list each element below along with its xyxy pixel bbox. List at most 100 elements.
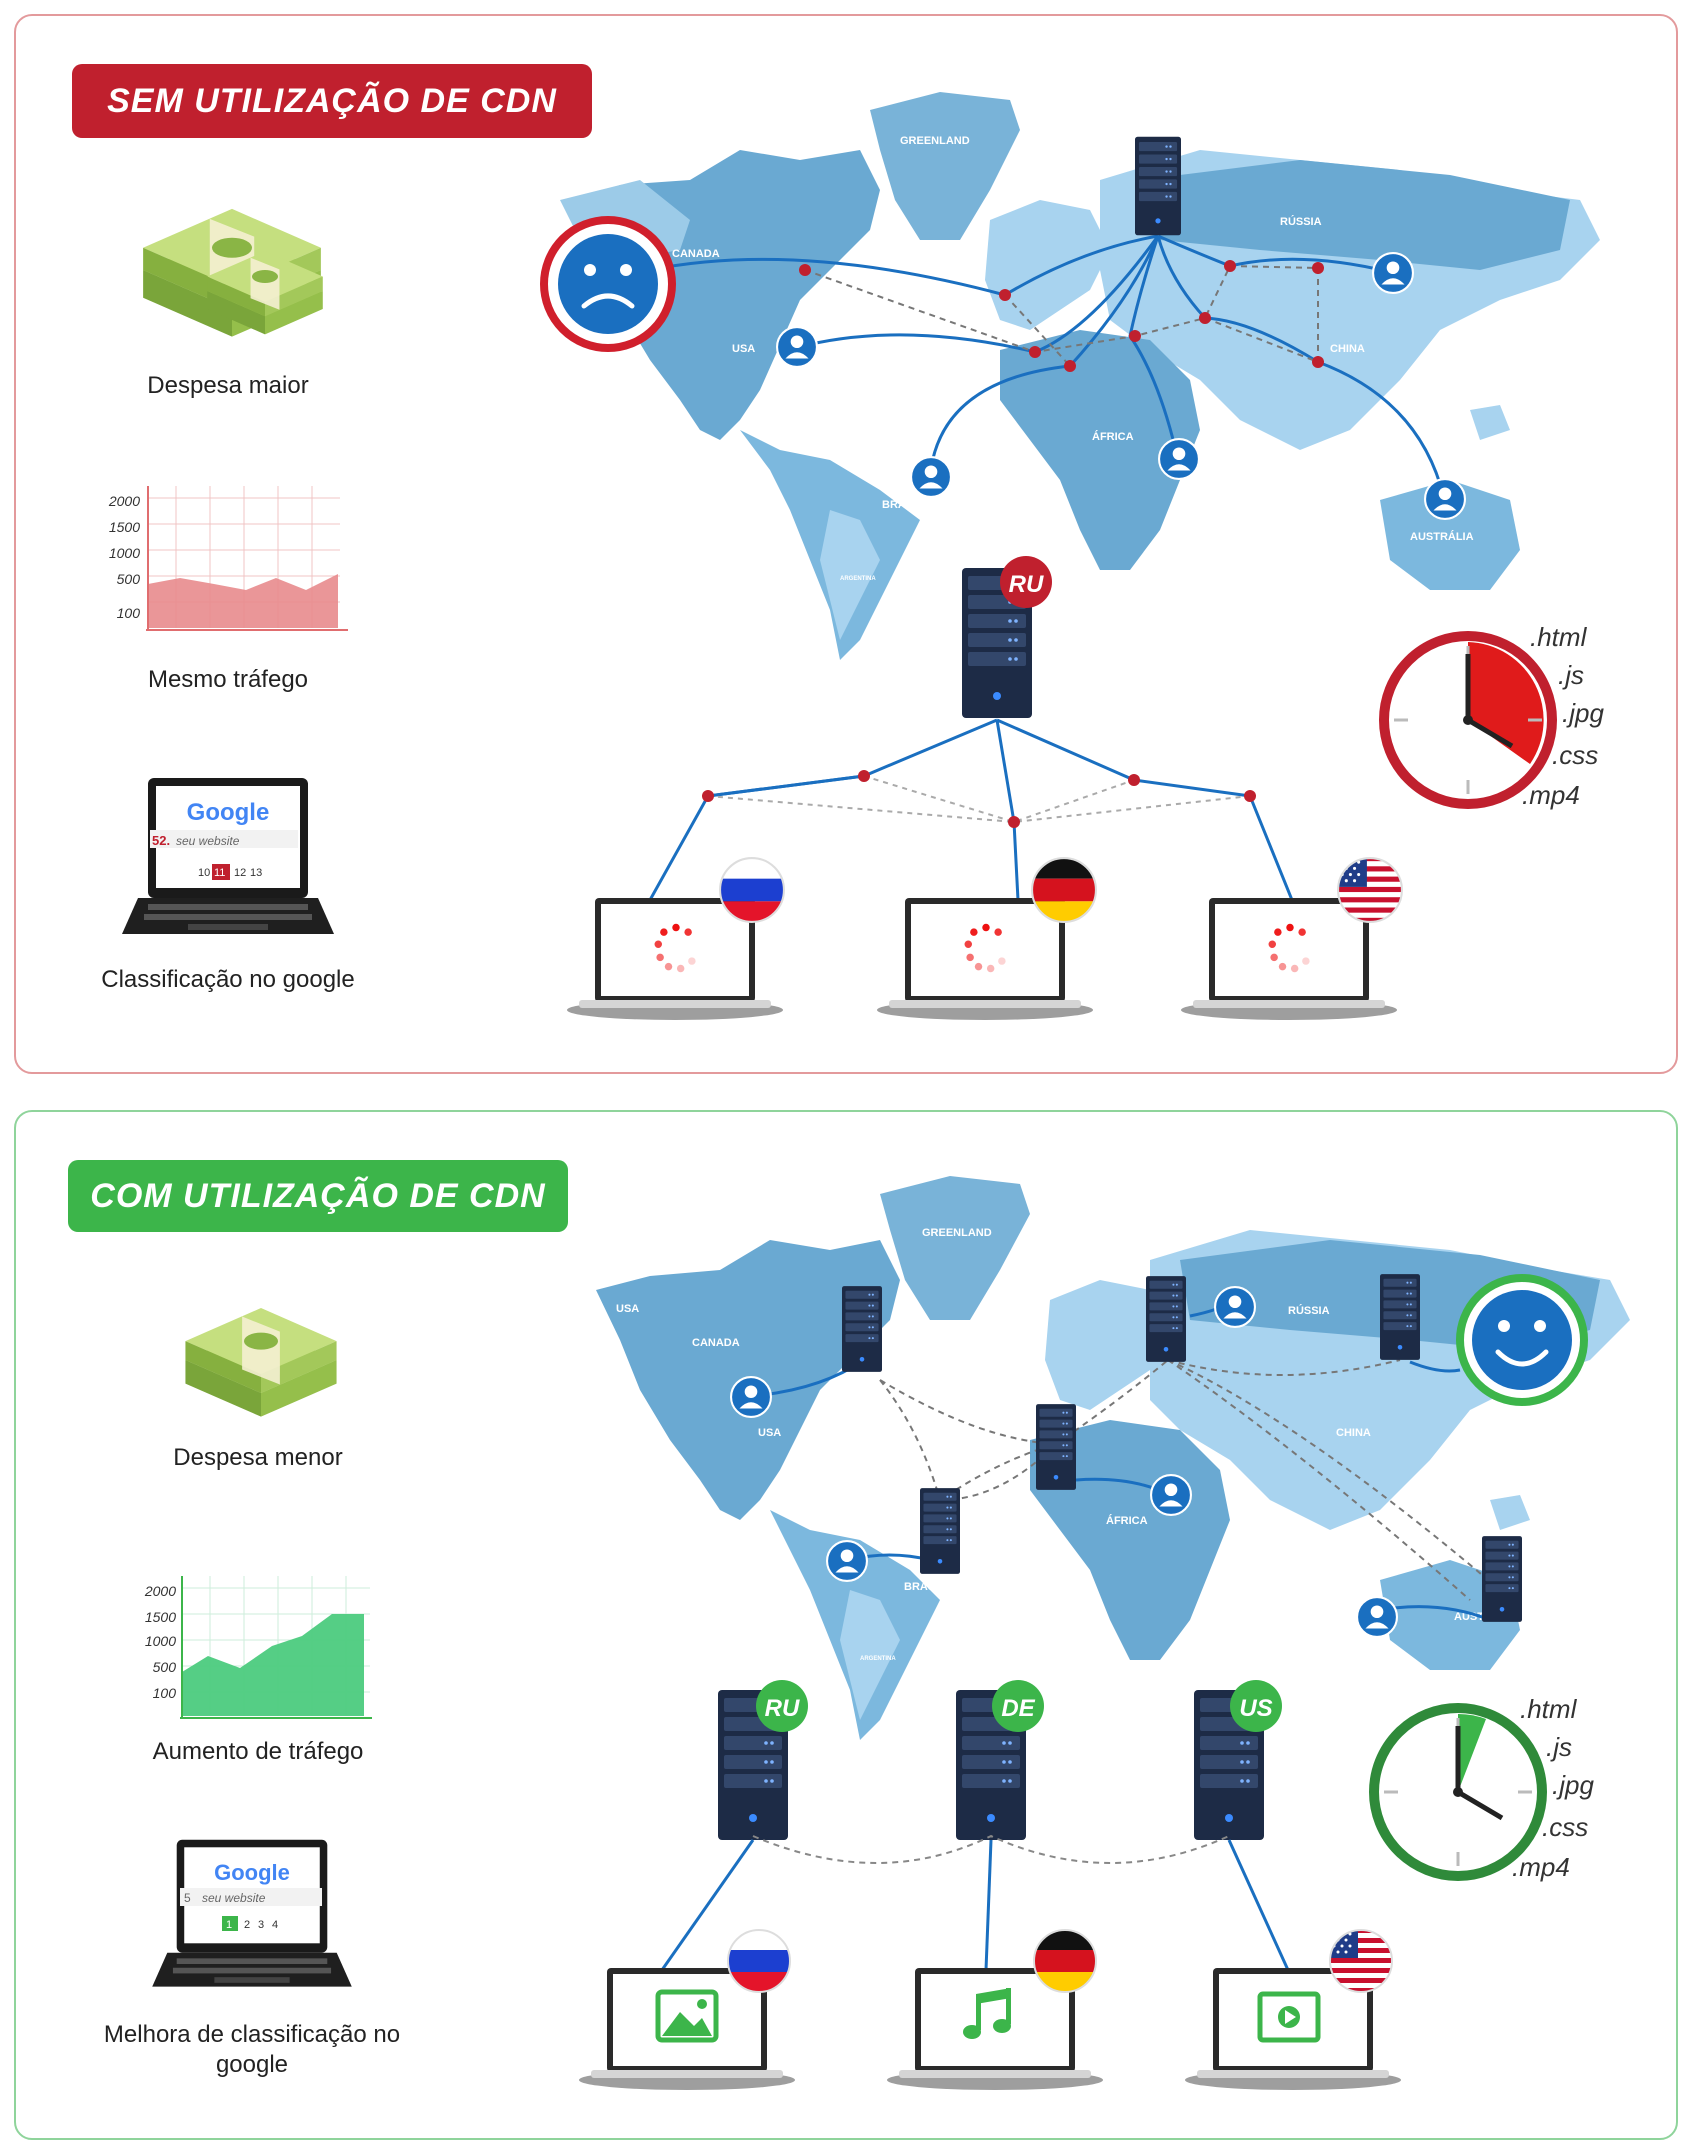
label-greenland: GREENLAND <box>922 1227 992 1239</box>
svg-text:US: US <box>1239 1695 1272 1722</box>
connections-top <box>649 234 1446 499</box>
label-argentina: ARGENTINA <box>860 1656 896 1662</box>
google-result-bottom: Google 5 seu website 1 2 3 4 <box>180 1860 322 1931</box>
label-canada: CANADA <box>672 248 720 260</box>
user-icon <box>1372 252 1414 294</box>
caption-google-improve: Melhora de classificação no google <box>103 2021 401 2078</box>
edge-server-asia <box>1380 1274 1420 1360</box>
banner-with-cdn: COM UTILIZAÇÃO DE CDN <box>68 1160 568 1232</box>
caption-expense-higher: Despesa maior <box>147 372 309 399</box>
world-map-bottom <box>596 1176 1630 1740</box>
user-icon <box>1424 478 1466 520</box>
badge-us-bottom: US <box>1230 1680 1282 1732</box>
clock-fast-icon <box>1369 1703 1547 1881</box>
svg-text:DE: DE <box>1001 1695 1035 1722</box>
map-labels-bottom: USA GREENLAND RÚSSIA CANADA USA CHINA ÁF… <box>616 1227 1518 1662</box>
page-number: 10 <box>198 867 210 879</box>
label-australia: AUSTRÁLIA <box>1410 530 1474 543</box>
file-type: .mp4 <box>1522 780 1580 810</box>
y-tick: 1500 <box>109 519 140 535</box>
page-number: 2 <box>244 1919 250 1931</box>
music-content-icon <box>963 1988 1011 2039</box>
edge-server-au <box>1482 1536 1522 1622</box>
google-result-top: Google 52. seu website 10 11 12 13 <box>150 799 298 880</box>
caption-same-traffic: Mesmo tráfego <box>147 666 309 693</box>
origin-server-top <box>1135 136 1181 236</box>
world-map-top <box>560 92 1600 660</box>
y-tick: 500 <box>153 1659 177 1675</box>
label-brazil: BRASIL <box>882 499 923 511</box>
svg-text:RU: RU <box>1009 571 1044 598</box>
page-number: 12 <box>234 867 246 879</box>
file-type: .css <box>1552 740 1598 770</box>
user-icon <box>826 1540 868 1582</box>
y-tick: 1000 <box>145 1633 176 1649</box>
label-canada: CANADA <box>692 1337 740 1349</box>
hops-top <box>799 260 1324 372</box>
label-china: CHINA <box>1336 1427 1371 1439</box>
label-africa: ÁFRICA <box>1106 1514 1148 1527</box>
user-icon <box>776 326 818 368</box>
mini-chart-bottom: 2000 1500 1000 500 100 <box>144 1576 372 1719</box>
y-tick: 1000 <box>109 545 140 561</box>
label-brazil: BRASIL <box>904 1581 945 1593</box>
user-icon <box>910 456 952 498</box>
page-number-active: 11 <box>214 867 225 879</box>
sad-face-icon <box>540 216 676 352</box>
y-tick: 500 <box>117 571 141 587</box>
edge-server-na <box>842 1286 882 1372</box>
user-icon <box>1158 438 1200 480</box>
y-tick: 1500 <box>145 1609 176 1625</box>
file-type: .js <box>1558 660 1584 690</box>
google-logo: Google <box>214 1860 290 1885</box>
rank-number: 52. <box>152 833 170 848</box>
banner-without-cdn: SEM UTILIZAÇÃO DE CDN <box>72 64 592 138</box>
file-type: .html <box>1520 1694 1578 1724</box>
label-usa: USA <box>732 343 755 355</box>
user-icon <box>1356 1596 1398 1638</box>
user-icon <box>1214 1286 1256 1328</box>
label-argentina: ARGENTINA <box>840 576 876 582</box>
page-number: 3 <box>258 1919 264 1931</box>
file-types-bottom: .html .js .jpg .css .mp4 <box>1512 1694 1594 1882</box>
file-type: .mp4 <box>1512 1852 1570 1882</box>
y-tick: 2000 <box>108 493 140 509</box>
site-text: seu website <box>202 1891 266 1905</box>
edge-server-eu-africa <box>1036 1404 1076 1490</box>
file-type: .css <box>1542 1812 1588 1842</box>
badge-ru-top: RU <box>1000 556 1052 608</box>
file-type: .html <box>1530 622 1588 652</box>
file-types-top: .html .js .jpg .css .mp4 <box>1522 622 1604 810</box>
label-russia: RÚSSIA <box>1280 215 1322 228</box>
badge-ru-bottom: RU <box>756 1680 808 1732</box>
user-icon <box>730 1376 772 1418</box>
clock-slow-icon <box>1379 631 1557 809</box>
happy-face-icon <box>1456 1274 1588 1406</box>
badge-de-bottom: DE <box>992 1680 1044 1732</box>
svg-text:RU: RU <box>765 1695 800 1722</box>
file-type: .js <box>1546 1732 1572 1762</box>
image-content-icon <box>655 1989 719 2043</box>
edge-server-eu <box>1146 1276 1186 1362</box>
label-china: CHINA <box>1330 343 1365 355</box>
caption-traffic-increase: Aumento de tráfego <box>152 1738 364 1765</box>
site-text: seu website <box>176 834 240 848</box>
caption-google-ranking: Classificação no google <box>101 966 355 993</box>
money-stack-icon <box>185 1308 337 1417</box>
y-tick: 100 <box>117 605 141 621</box>
page-number: 13 <box>250 867 262 879</box>
label-usa-top: USA <box>616 1303 639 1315</box>
caption-expense-lower: Despesa menor <box>173 1444 343 1471</box>
page-number-active: 1 <box>226 1919 232 1931</box>
rank-number: 5 <box>184 1891 191 1905</box>
label-africa: ÁFRICA <box>1092 430 1134 443</box>
google-logo: Google <box>187 799 270 826</box>
label-russia: RÚSSIA <box>1288 1304 1330 1317</box>
dashed-top <box>804 264 1319 367</box>
y-tick: 2000 <box>144 1583 176 1599</box>
label-usa: USA <box>758 1427 781 1439</box>
map-labels-top: GREENLAND RÚSSIA CANADA USA CHINA ÁFRICA… <box>672 135 1474 582</box>
page-number: 4 <box>272 1919 278 1931</box>
file-type: .jpg <box>1562 698 1604 728</box>
